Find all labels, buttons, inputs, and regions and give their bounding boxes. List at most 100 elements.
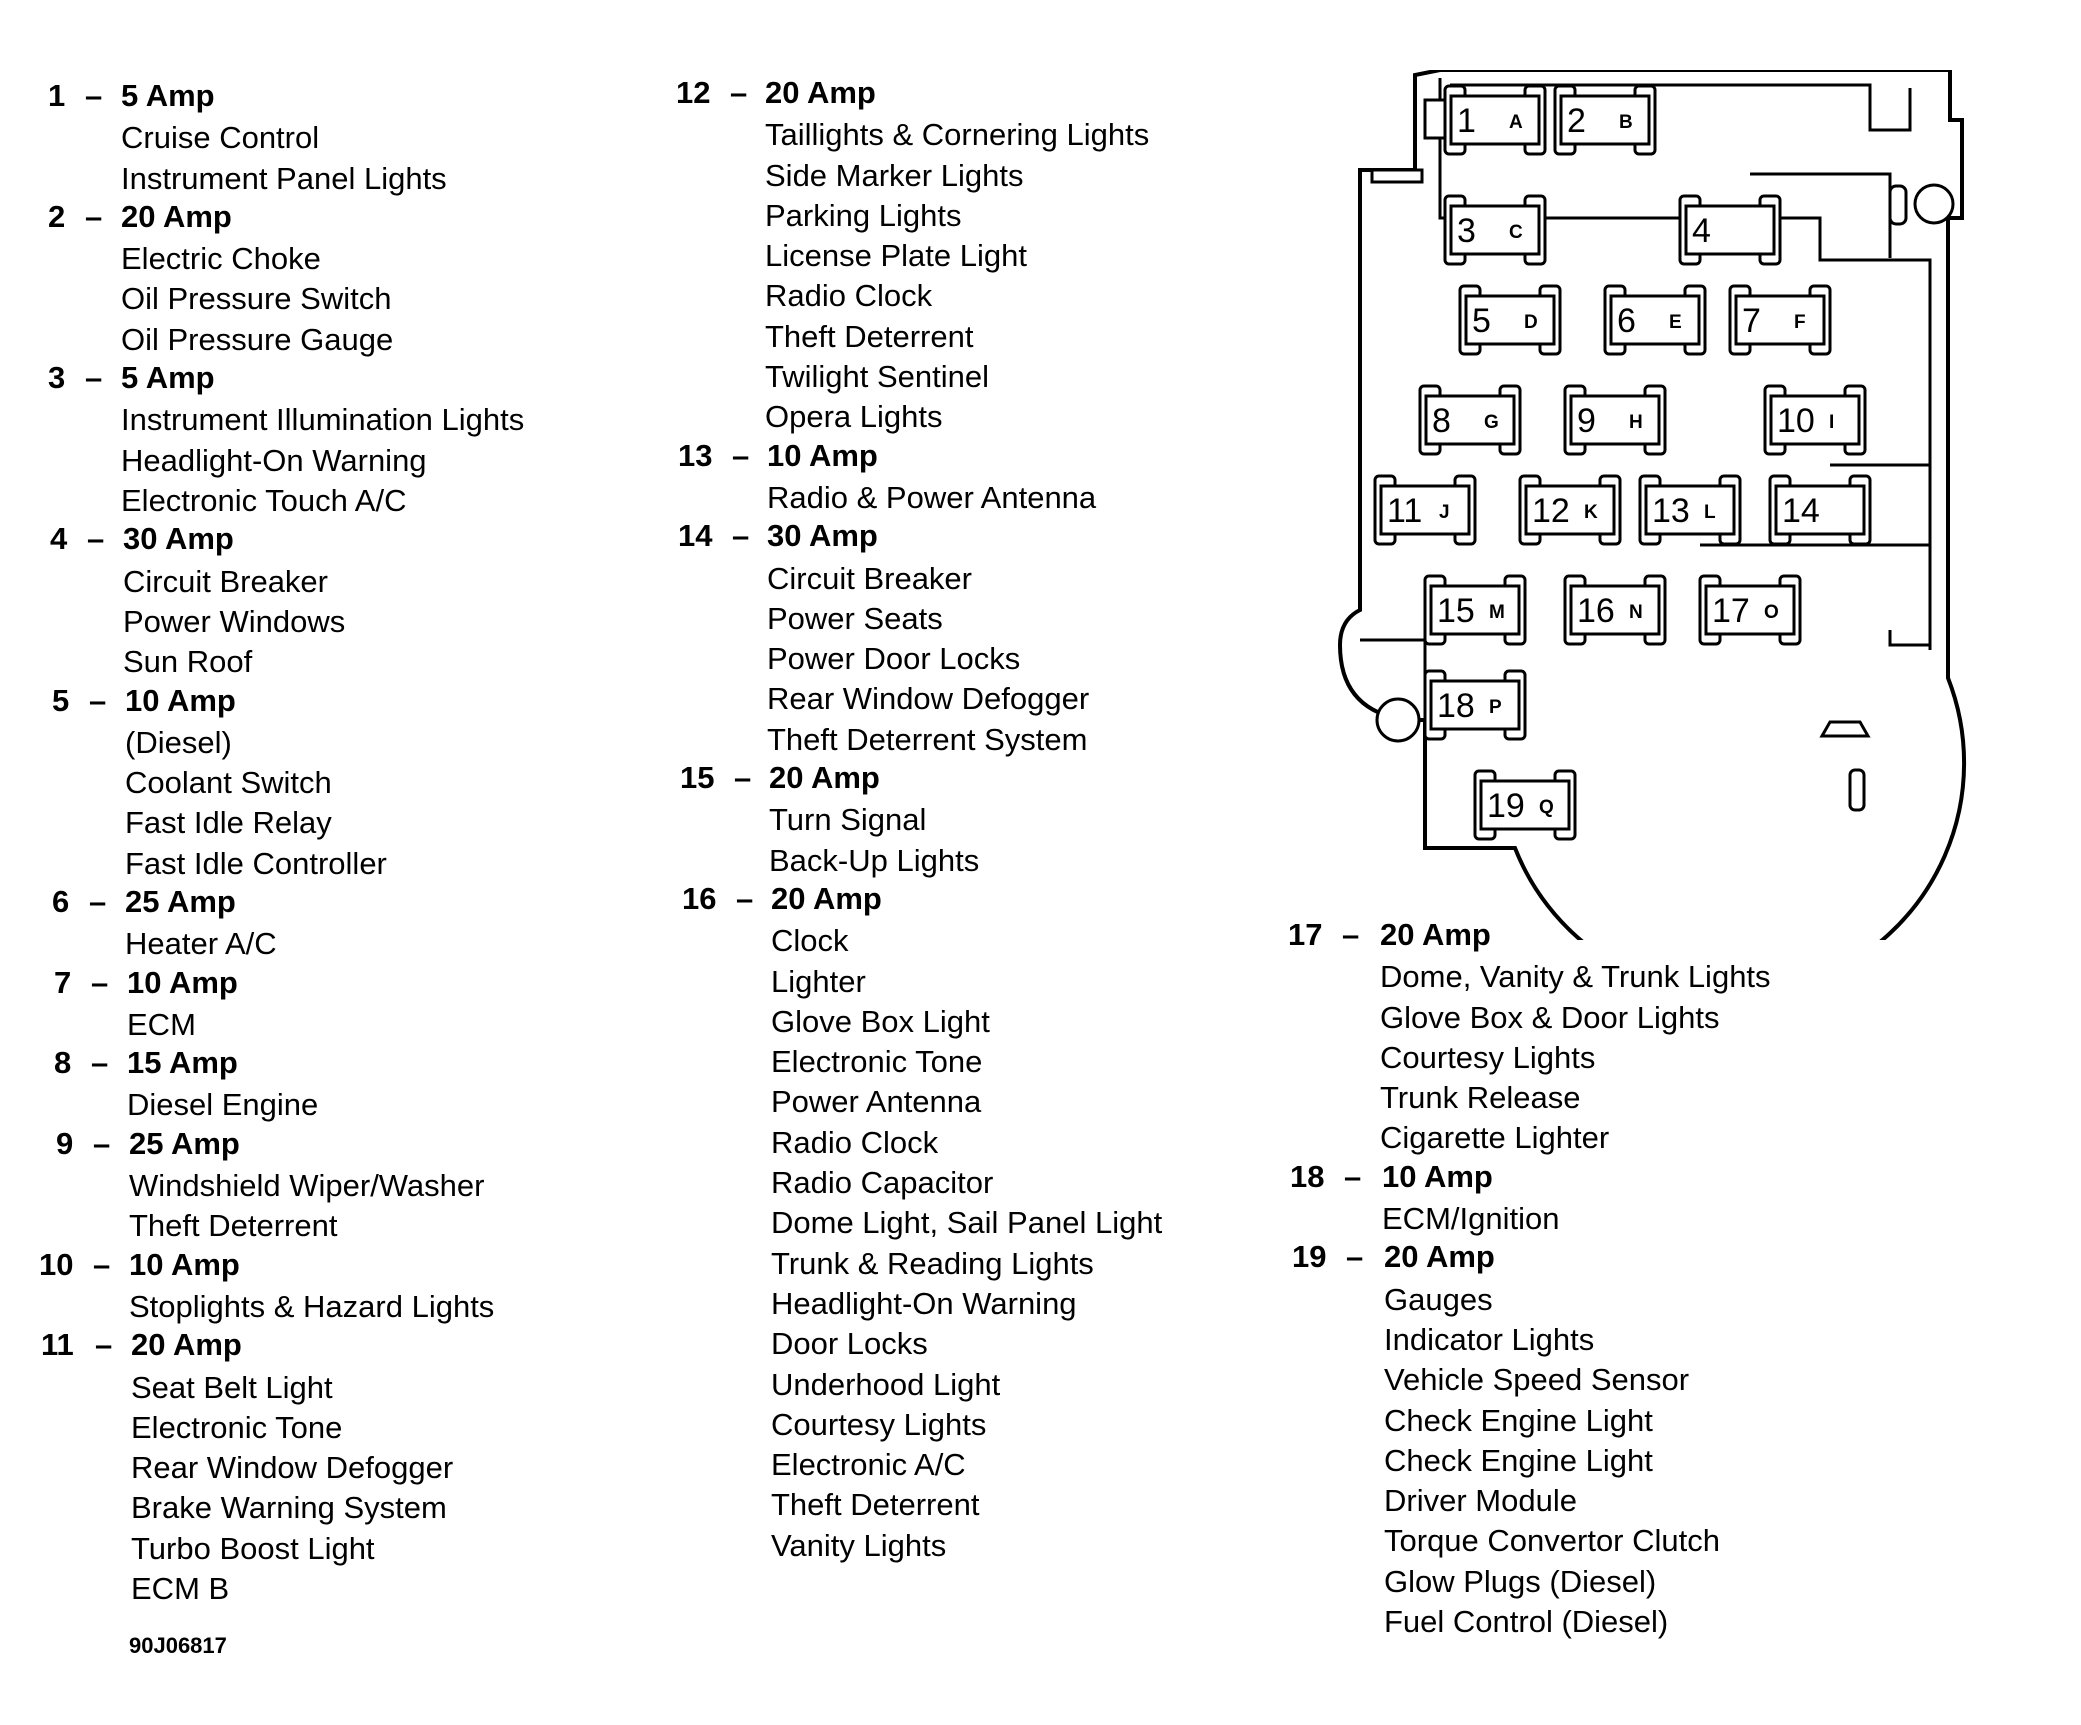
fuse-number: 19	[1292, 1239, 1327, 1275]
fuse-slot-18: 18 P	[1423, 669, 1527, 741]
fuse-slot-number: 4	[1692, 212, 1711, 250]
fuse-slot-letter: M	[1489, 602, 1505, 623]
fuse-dash: –	[730, 75, 748, 110]
fuse-circuit: Electronic A/C	[771, 1447, 966, 1483]
fuse-circuit: Dome Light, Sail Panel Light	[771, 1205, 1163, 1241]
fuse-amperage: 20 Amp	[1384, 1239, 1495, 1275]
fuse-slot-letter: E	[1669, 312, 1682, 333]
fuse-number: 13	[678, 437, 713, 473]
fuse-dash: –	[87, 521, 105, 557]
fuse-slot-number: 2	[1567, 102, 1586, 140]
fuse-slot-number: 15	[1437, 592, 1475, 630]
fuse-circuit: Radio Clock	[771, 1124, 939, 1160]
fuse-slot-letter: A	[1509, 112, 1523, 133]
fuse-circuit: Power Door Locks	[767, 641, 1021, 677]
fuse-number: 6	[52, 884, 70, 919]
fuse-amperage: 15 Amp	[127, 1045, 238, 1081]
fuse-circuit: Brake Warning System	[131, 1490, 447, 1526]
fuse-number: 17	[1288, 917, 1323, 952]
fuse-circuit: Glow Plugs (Diesel)	[1384, 1563, 1657, 1599]
fuse-amperage: 20 Amp	[121, 198, 232, 234]
fuse-dash: –	[1346, 1239, 1364, 1275]
fuse-number: 15	[680, 760, 715, 796]
fuse-slot-letter: I	[1829, 412, 1834, 433]
fuse-circuit: Windshield Wiper/Washer	[129, 1168, 485, 1204]
fuse-slot-4: 4	[1678, 194, 1782, 266]
fuse-number: 3	[48, 360, 66, 396]
fuse-dash: –	[91, 964, 109, 1000]
fuse-number: 7	[54, 964, 72, 1000]
fuse-circuit: Trunk & Reading Lights	[771, 1245, 1094, 1281]
fuse-circuit: Indicator Lights	[1384, 1321, 1595, 1357]
fuse-circuit: Back-Up Lights	[769, 842, 980, 878]
fuse-amperage: 5 Amp	[121, 78, 215, 113]
fuse-number: 5	[52, 682, 70, 718]
fuse-circuit: Underhood Light	[771, 1366, 1001, 1402]
fuse-circuit: Check Engine Light	[1384, 1402, 1653, 1438]
fuse-dash: –	[93, 1246, 111, 1282]
fuse-slot-number: 16	[1577, 592, 1615, 630]
fuse-slot-number: 17	[1712, 592, 1750, 630]
fuse-circuit: Turn Signal	[769, 802, 927, 838]
fuse-amperage: 20 Amp	[1380, 917, 1491, 952]
fuse-slot-number: 12	[1532, 492, 1570, 530]
fuse-dash: –	[85, 198, 103, 234]
fuse-amperage: 20 Amp	[771, 881, 882, 916]
fuse-circuit: Cruise Control	[121, 120, 320, 156]
fuse-slot-number: 10	[1777, 402, 1815, 440]
fuse-circuit: Fast Idle Relay	[125, 805, 332, 841]
fuse-slot-letter: P	[1489, 697, 1502, 718]
fuse-circuit: Electronic Tone	[771, 1044, 983, 1080]
fuse-circuit: Sun Roof	[123, 644, 253, 680]
fuse-number: 14	[678, 518, 713, 554]
fuse-circuit: Courtesy Lights	[771, 1406, 987, 1442]
fuse-amperage: 5 Amp	[121, 360, 215, 396]
fuse-slot-letter: Q	[1539, 797, 1554, 818]
fuse-slot-number: 3	[1457, 212, 1476, 250]
fuse-circuit: Power Windows	[123, 603, 346, 639]
fuse-circuit: Twilight Sentinel	[765, 359, 990, 395]
fuse-amperage: 30 Amp	[123, 521, 234, 557]
fuse-circuit: Cigarette Lighter	[1380, 1120, 1610, 1156]
fuse-number: 4	[50, 521, 68, 557]
fuse-number: 1	[48, 78, 66, 113]
mounting-hole-icon	[1913, 183, 1955, 225]
fuse-circuit: ECM	[127, 1006, 196, 1042]
fuse-slot-14: 14	[1768, 474, 1872, 546]
fuse-number: 18	[1290, 1158, 1325, 1194]
fuse-circuit: Stoplights & Hazard Lights	[129, 1288, 495, 1324]
fuse-slot-number: 5	[1472, 302, 1491, 340]
fuse-number: 9	[56, 1125, 74, 1161]
fuse-number: 12	[676, 75, 711, 110]
fuse-dash: –	[89, 884, 107, 919]
fuse-dash: –	[1344, 1158, 1362, 1194]
fuse-circuit: Radio Clock	[765, 278, 933, 314]
fuse-circuit: Rear Window Defogger	[767, 681, 1090, 717]
fuse-circuit: Fuel Control (Diesel)	[1384, 1604, 1669, 1640]
fuse-amperage: 10 Amp	[129, 1246, 240, 1282]
fuse-circuit: Opera Lights	[765, 399, 943, 435]
fuse-circuit: Seat Belt Light	[131, 1369, 333, 1405]
fuse-circuit: Oil Pressure Switch	[121, 281, 392, 317]
fuse-number: 16	[682, 881, 717, 916]
diagram-code: 90J06817	[129, 1633, 227, 1658]
fuse-amperage: 30 Amp	[767, 518, 878, 554]
fuse-amperage: 10 Amp	[1382, 1158, 1493, 1194]
fuse-slot-number: 1	[1457, 102, 1476, 140]
fuse-dash: –	[91, 1045, 109, 1081]
fuse-circuit: Vanity Lights	[771, 1527, 947, 1563]
fuse-circuit: Rear Window Defogger	[131, 1450, 454, 1486]
fuse-dash: –	[732, 437, 750, 473]
fuse-slot-number: 18	[1437, 687, 1475, 725]
fuse-circuit: Fast Idle Controller	[125, 845, 387, 881]
fuse-circuit: Side Marker Lights	[765, 157, 1024, 193]
fuse-slot-number: 13	[1652, 492, 1690, 530]
